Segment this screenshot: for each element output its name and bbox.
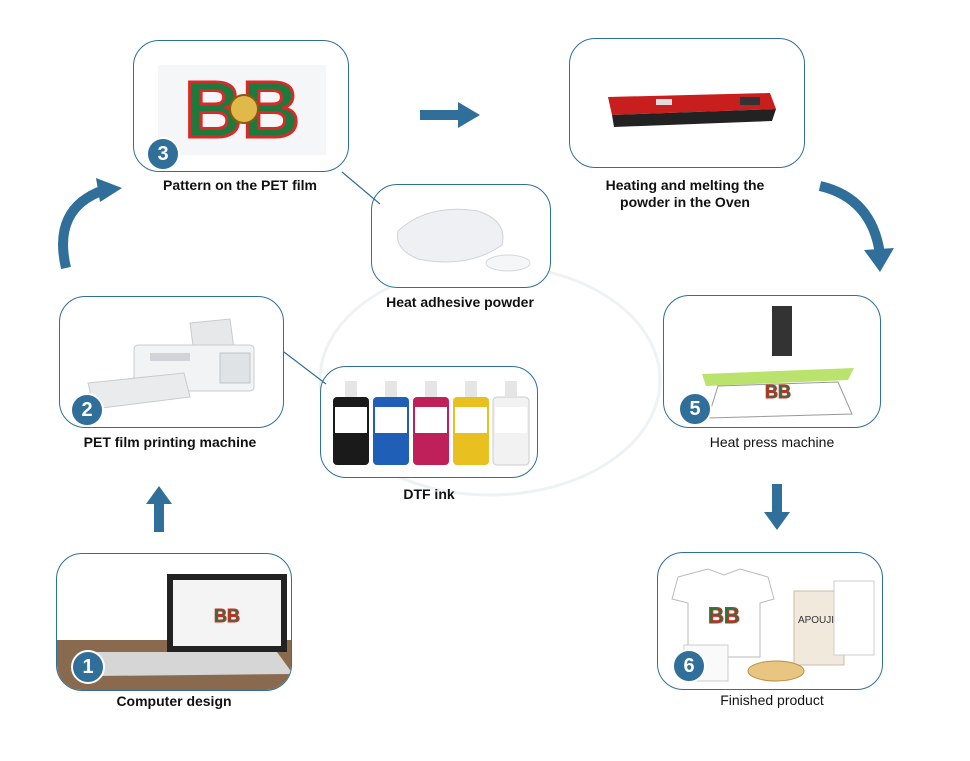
printer-image (87, 318, 255, 410)
step-6-card: BB APOUJI 6 (657, 552, 883, 690)
pet-film-pattern-image: BB (158, 65, 326, 155)
curved-arrow-down-icon (818, 181, 894, 272)
step-2-label: PET film printing machine (83, 434, 257, 450)
bb-logo-screen: BB (214, 606, 240, 626)
bag-print-text: APOUJI (798, 615, 834, 626)
arrow-right-icon (420, 102, 480, 128)
ink-bottle-yellow (453, 381, 489, 465)
oven-image (608, 93, 776, 127)
ink-bottle-white (492, 381, 530, 466)
step-6-label: Finished product (720, 692, 824, 708)
step-number-badge: 1 (71, 650, 105, 684)
step-1-label: Computer design (116, 693, 232, 709)
laptop-image: BB (57, 574, 291, 690)
bb-logo-small: BB (765, 382, 791, 402)
connector-powder (341, 171, 381, 205)
heat-press-image: BB (702, 306, 854, 419)
step-5-label: Heat press machine (709, 434, 835, 450)
connector-ink (283, 351, 327, 385)
step-number-badge: 5 (678, 392, 712, 426)
dtf-ink-card (320, 366, 538, 478)
step-2-card: 2 (59, 296, 284, 428)
step-number-badge: 2 (70, 393, 104, 427)
step-number-badge: 3 (146, 137, 180, 171)
dtf-ink-label: DTF ink (403, 486, 455, 502)
ink-bottle-magenta (413, 381, 449, 465)
powder-bag-image (396, 208, 531, 272)
arrow-down-icon (764, 484, 790, 530)
step-3-card: BB 3 (133, 40, 349, 172)
ink-bottle-cyan (373, 381, 409, 465)
ink-bottle-black (333, 381, 369, 465)
step-1-card: BB 1 (56, 553, 292, 691)
finished-products-image: BB APOUJI (671, 568, 875, 682)
step-5-card: BB 5 (663, 295, 881, 428)
curved-arrow-up-icon (58, 178, 122, 270)
step-number-badge: 6 (672, 649, 706, 683)
arrow-up-icon (146, 486, 172, 532)
step-3-label: Pattern on the PET film (162, 177, 317, 193)
ink-bottles-image (333, 381, 530, 466)
bb-logo-shirt: BB (708, 603, 740, 628)
step-4-label: Heating and melting the powder in the Ov… (605, 177, 765, 210)
powder-label: Heat adhesive powder (386, 294, 534, 310)
powder-card (371, 184, 551, 288)
step-4-card (569, 38, 805, 168)
